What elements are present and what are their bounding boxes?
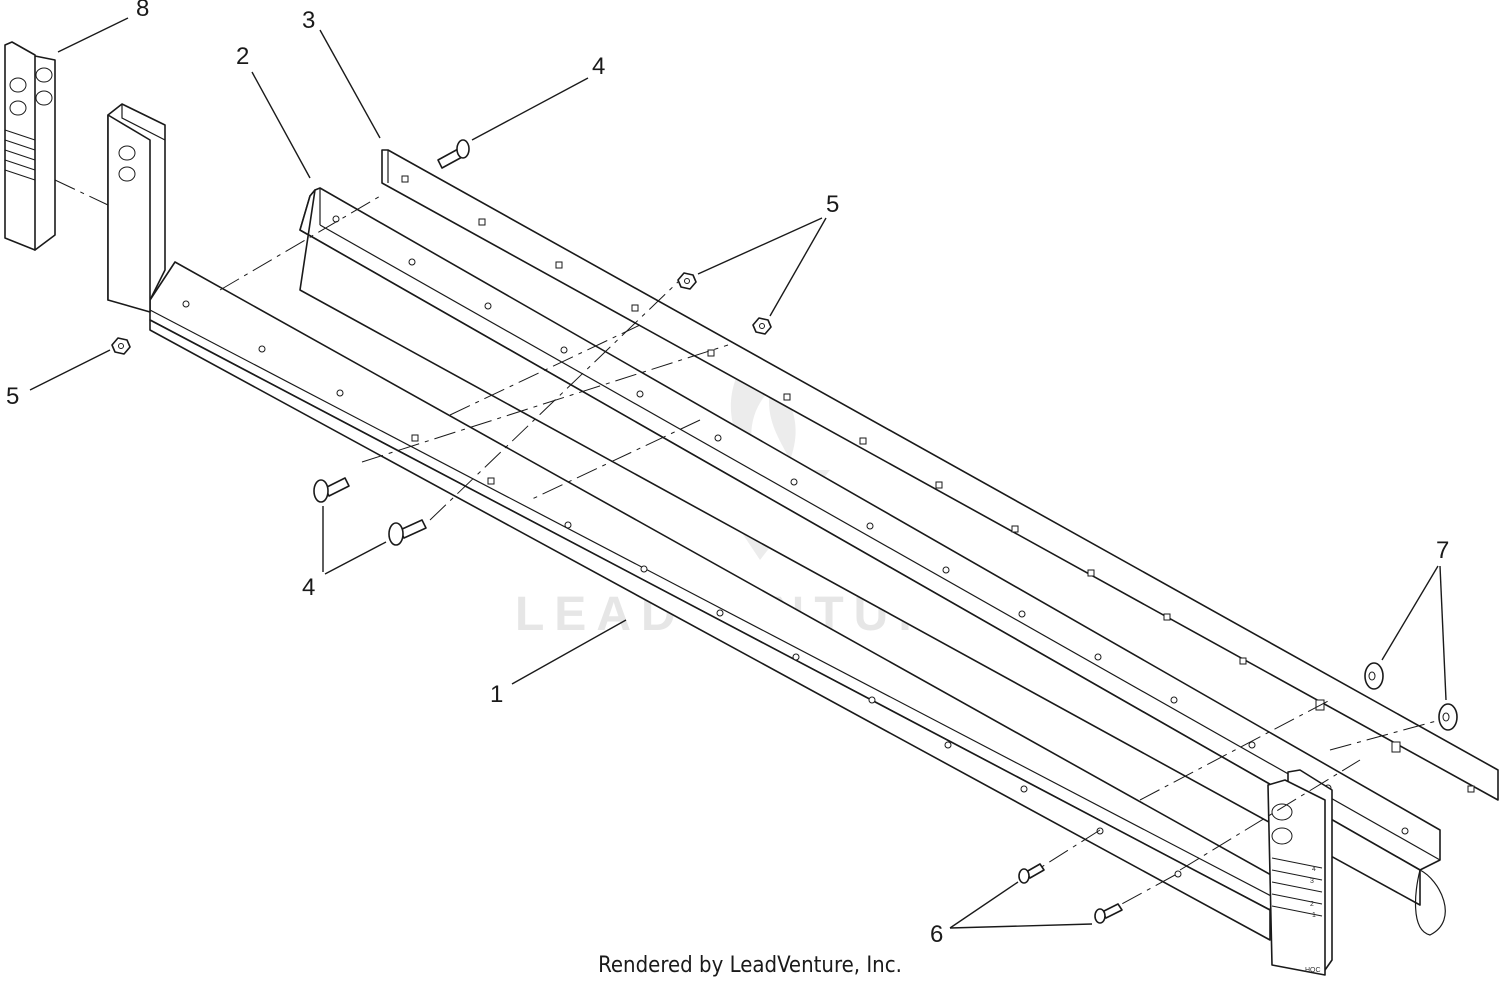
decal-mark-3: 3 — [1310, 878, 1314, 885]
part-3-strip — [381, 149, 1499, 801]
callout-4-top: 4 — [592, 53, 605, 80]
callout-5-left: 5 — [6, 383, 19, 410]
hex-nut-lower — [752, 317, 772, 335]
grommet-lower — [1438, 703, 1458, 731]
callout-7: 7 — [1436, 537, 1449, 564]
carriage-bolt-lower-b — [388, 519, 427, 546]
callout-4-bottom: 4 — [302, 574, 315, 601]
callout-2: 2 — [236, 43, 249, 70]
decal-mark-4: 4 — [1312, 866, 1316, 873]
grommet-upper — [1364, 662, 1384, 690]
decal-scale-lines — [4, 129, 36, 181]
screw-lower — [1094, 903, 1123, 924]
strip-square-holes — [401, 175, 1475, 793]
decal-scale-lines-right — [1271, 857, 1323, 917]
hex-nut-left — [111, 337, 131, 355]
leader-lines — [29, 17, 1447, 929]
decal-code: HOC — [1305, 967, 1321, 974]
right-height-bracket: 4 3 2 1 HOC — [1267, 769, 1333, 976]
part-8-decal — [4, 41, 56, 251]
callout-numbers: 8 2 3 4 5 5 4 1 7 6 — [6, 0, 1449, 948]
callout-5-right: 5 — [826, 191, 839, 218]
callout-3: 3 — [302, 7, 315, 34]
part-2-rail — [299, 187, 1446, 936]
rail-round-holes — [332, 215, 1409, 835]
carriage-bolt-lower-a — [313, 477, 350, 503]
decal-mark-2: 2 — [1310, 901, 1314, 908]
hex-nut-upper — [677, 272, 697, 290]
assembly-lines — [54, 179, 1441, 906]
callout-1: 1 — [490, 681, 503, 708]
channel-holes — [182, 300, 1182, 878]
screw-upper — [1018, 863, 1045, 884]
carriage-bolt-top — [437, 139, 470, 169]
left-height-bracket — [107, 103, 166, 313]
hardware — [111, 139, 1458, 924]
part-1-channel — [149, 261, 1281, 941]
render-credit: Rendered by LeadVenture, Inc. — [598, 953, 902, 978]
decal-mark-1: 1 — [1312, 912, 1316, 919]
callout-6: 6 — [930, 921, 943, 948]
callout-8: 8 — [136, 0, 149, 22]
